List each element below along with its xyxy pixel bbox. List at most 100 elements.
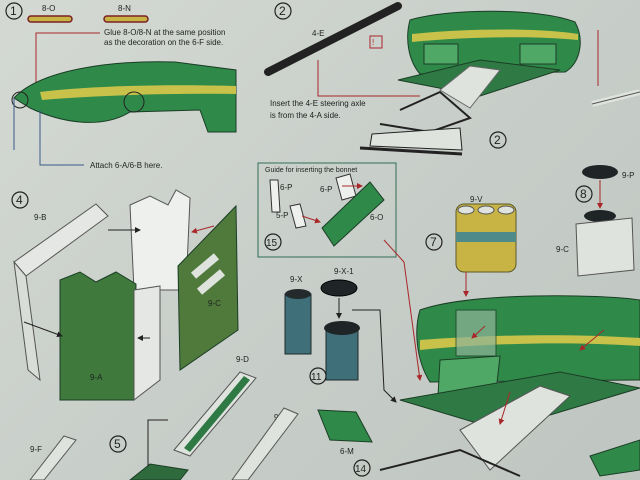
- step-15-badge: [264, 233, 282, 251]
- cylinder-9-x-top: [285, 289, 311, 299]
- label-9-x-1: 9-X-1: [334, 267, 354, 276]
- part-9-f: [29, 435, 77, 480]
- cylinder-9-x-assembled-top: [324, 321, 360, 335]
- step-4-badge: [11, 191, 29, 209]
- step-5-leader: [147, 419, 168, 466]
- label-9-f: 9-F: [30, 445, 42, 454]
- label-9-b: 9-B: [34, 213, 46, 222]
- step-8-badge: [575, 185, 593, 203]
- insert-note-line1: Insert the 4-E steering axle: [270, 99, 366, 108]
- hood-stripe: [412, 29, 578, 42]
- step-15-guide-box: Guide for inserting the bonnet 6-P 6-P 5…: [257, 162, 397, 258]
- part-9-p: [582, 165, 618, 179]
- label-9-c-2: 9-C: [556, 245, 569, 254]
- step-2-result-badge: [489, 131, 507, 149]
- step-1-panel: 1 8-O 8-N Glue 8-O/8-N at the same posit…: [5, 2, 237, 170]
- guide-arrow-2: [301, 215, 321, 224]
- arrow-4-c: [23, 321, 63, 338]
- part-8-n-strip: [103, 15, 149, 23]
- slot-9-c-a: [190, 253, 220, 279]
- step-8-number: 8: [580, 187, 587, 201]
- label-6-p-2: 6-P: [320, 185, 332, 194]
- step-15-number: 15: [266, 238, 278, 249]
- step-7-panel: 7 9-V: [425, 195, 517, 297]
- leader-15-to-14: [383, 239, 423, 381]
- step-5-badge: [109, 435, 127, 453]
- step-7-number: 7: [430, 235, 437, 249]
- glue-note-line2: as the decoration on the 6-F side.: [104, 38, 223, 47]
- step-1-badge: [5, 2, 23, 20]
- part-6-m: [317, 409, 373, 443]
- tab-6-p-b: [335, 173, 357, 201]
- tab-5-p: [289, 203, 307, 229]
- leader-line-glue: [35, 32, 100, 88]
- arrow-14-a: [471, 325, 486, 339]
- part-6-o: [321, 181, 385, 247]
- hood-window: [455, 309, 497, 357]
- label-5-p: 5-P: [276, 211, 288, 220]
- label-6-m: 6-M: [340, 447, 354, 456]
- part-9-g: [231, 407, 299, 480]
- part-9-b-side: [13, 260, 41, 382]
- label-6-p: 6-P: [280, 183, 292, 192]
- step-11-number: 11: [311, 372, 322, 383]
- detail-circle-right: [123, 91, 145, 113]
- cap-9-x-1: [320, 279, 358, 297]
- label-9-a: 9-A: [90, 373, 103, 382]
- part-9-p-placed: [584, 210, 616, 222]
- label-9-d: 9-D: [236, 355, 249, 364]
- hood-tab-right: [519, 43, 557, 65]
- step-4-panel: 4 9-B 9-A 9-C: [11, 189, 239, 402]
- step-11-panel: 9-X 9-X-1 11: [284, 267, 360, 385]
- base-edge: [359, 146, 463, 156]
- leader-line-attach-b: [39, 110, 84, 166]
- edge-part-14: [589, 439, 640, 477]
- detail-circle-left: [11, 91, 29, 109]
- leader-line-axle: [317, 60, 420, 97]
- part-9-v-hole-2: [477, 205, 495, 215]
- part-9-d-inner: [184, 376, 250, 452]
- insert-note-line2: is from the 4-A side.: [270, 111, 341, 120]
- part-4-e-axle: [264, 2, 402, 76]
- steering-frame: [379, 90, 472, 134]
- hood-tab-left: [423, 43, 459, 65]
- warning-mark: [369, 35, 383, 49]
- step-14-number: 14: [355, 464, 367, 475]
- step-2-result-number: 2: [494, 133, 501, 147]
- label-9-c: 9-C: [208, 299, 221, 308]
- step-11-badge: [309, 367, 327, 385]
- chassis-insert-14: [459, 385, 571, 471]
- part-9-v-band: [456, 232, 516, 242]
- tab-6-p-a: [269, 179, 281, 213]
- steering-frame-14: [379, 448, 521, 477]
- part-9-b-top: [13, 203, 109, 277]
- guide-frame: [257, 162, 397, 258]
- cylinder-9-x: [284, 293, 312, 355]
- attach-note: Attach 6-A/6-B here.: [90, 161, 162, 170]
- part-9-c-block: [575, 217, 635, 277]
- part-9-v-hole-1: [457, 205, 475, 215]
- part-9-b-floor: [133, 285, 161, 402]
- arrow-4-b: [191, 225, 215, 234]
- step-5-number: 5: [114, 437, 121, 451]
- step-5-panel: 9-D 9-G 9-F 5: [29, 355, 299, 480]
- label-9-x: 9-X: [290, 275, 303, 284]
- step-14-badge: [353, 459, 371, 477]
- part-9-v-hole-3: [497, 205, 515, 215]
- step-2-badge: [274, 2, 292, 20]
- label-8-n: 8-N: [118, 4, 131, 13]
- label-9-p: 9-P: [622, 171, 634, 180]
- part-9-a: [59, 271, 137, 401]
- chassis-insert: [439, 65, 501, 109]
- step-2-panel: 2 4-E ! Insert the 4-E steering axle is …: [264, 2, 581, 156]
- warning-mark-glyph: !: [372, 38, 374, 47]
- label-6-o: 6-O: [370, 213, 383, 222]
- step-2-number: 2: [279, 4, 286, 18]
- step-4-number: 4: [16, 193, 23, 207]
- arrow-14-c: [579, 329, 605, 351]
- base-plate: [369, 127, 463, 151]
- glue-note-line1: Glue 8-O/8-N at the same position: [104, 28, 225, 37]
- guide-title: Guide for inserting the bonnet: [265, 167, 357, 174]
